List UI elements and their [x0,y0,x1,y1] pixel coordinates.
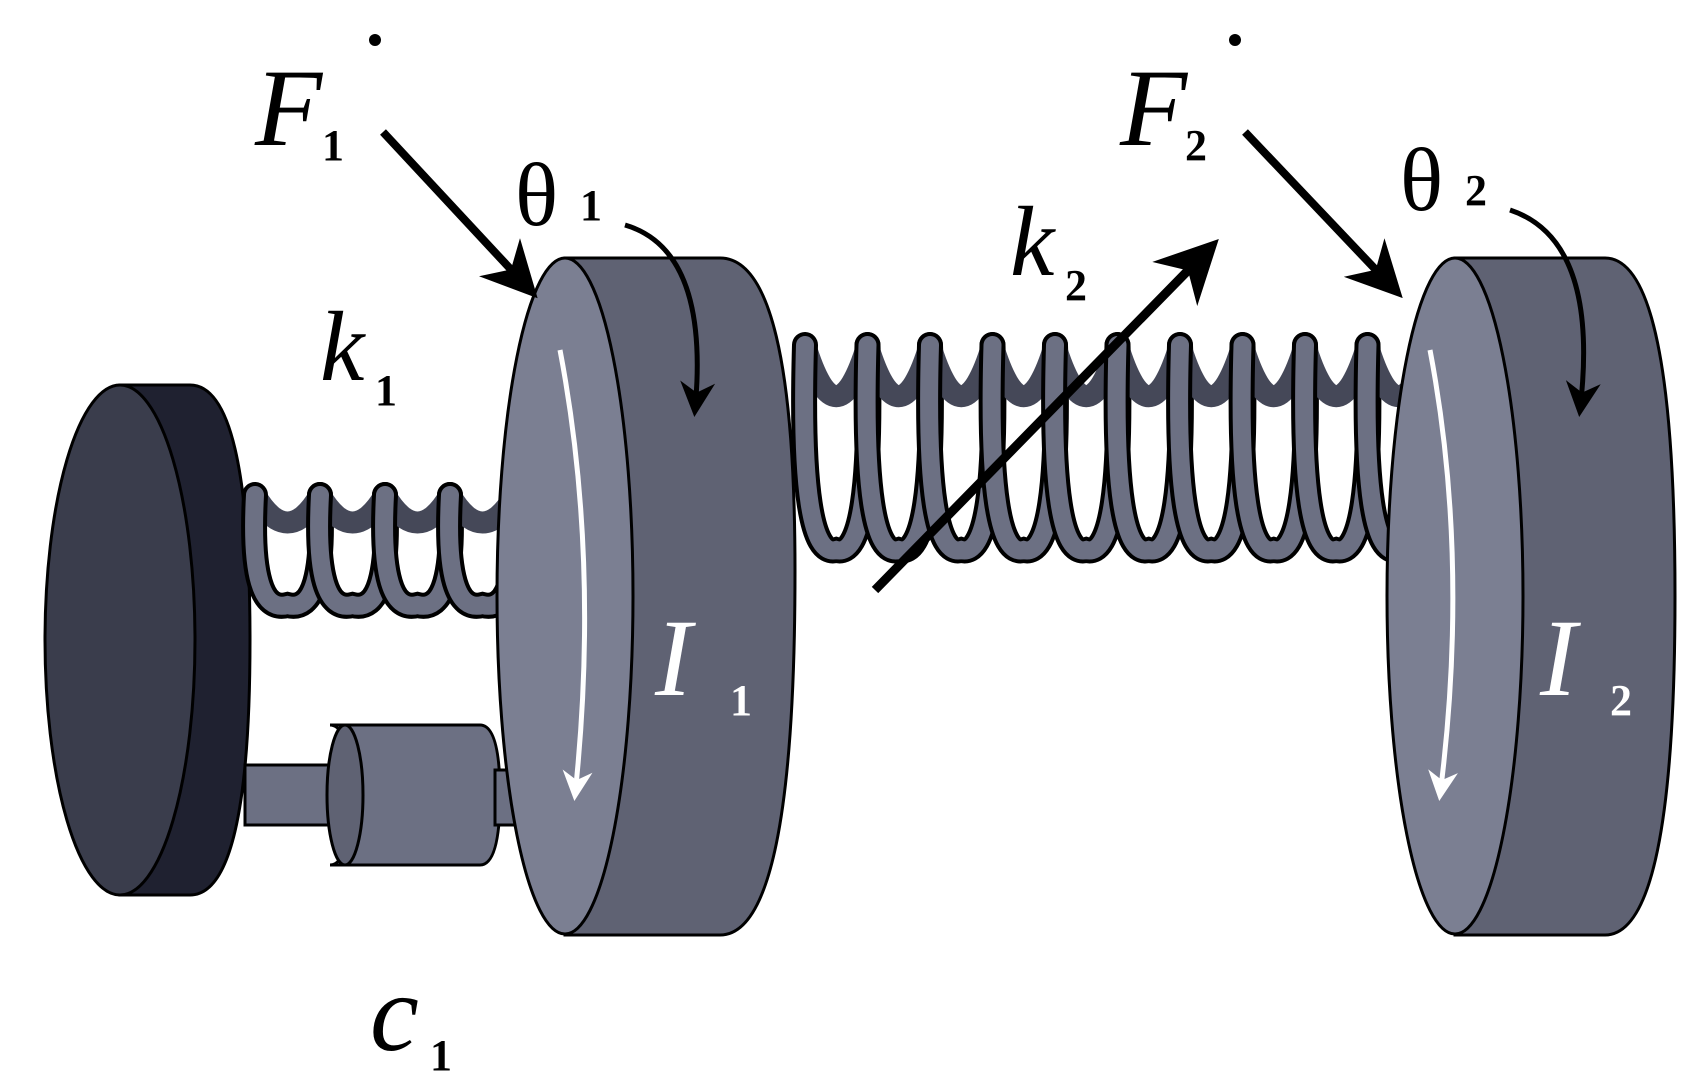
svg-text:F: F [254,47,324,169]
svg-text:2: 2 [1465,166,1487,215]
svg-text:I: I [1539,597,1581,719]
disk-i1 [495,256,797,937]
label-force2: F 2 [1119,34,1241,170]
rotation-arrow-disk1-icon [557,349,593,801]
label-theta2: θ 2 [1400,131,1487,230]
svg-text:k: k [320,291,366,402]
label-inertia2: I 2 [1539,597,1632,725]
label-spring2: k 2 [1010,186,1087,310]
label-spring1: k 1 [320,291,397,415]
svg-text:k: k [1010,186,1056,297]
label-force1: F 1 [254,34,381,170]
rotation-arrow-disk2-icon [1427,349,1458,801]
svg-text:1: 1 [580,181,602,230]
force1-arrow-icon [380,129,538,299]
svg-text:2: 2 [1185,121,1207,170]
svg-text:F: F [1119,47,1189,169]
disk-i2 [1385,256,1677,937]
svg-text:c: c [370,952,419,1074]
svg-text:1: 1 [375,366,397,415]
variable-stiffness-arrow-icon [871,238,1219,594]
spring-k2 [791,332,1444,564]
theta2-arrow-icon [1509,207,1601,417]
force2-arrow-icon [1242,129,1403,299]
svg-text:θ: θ [1400,131,1443,230]
label-damper1: c 1 [370,952,452,1080]
label-theta1: θ 1 [515,146,602,245]
label-inertia1: I 1 [654,597,752,725]
svg-text:1: 1 [322,121,344,170]
svg-text:2: 2 [1065,261,1087,310]
svg-text:1: 1 [730,676,752,725]
svg-text:I: I [654,597,696,719]
svg-text:θ: θ [515,146,558,245]
ground-disk [43,383,252,897]
svg-text:1: 1 [430,1031,452,1080]
theta1-arrow-icon [624,222,716,417]
svg-text:2: 2 [1610,676,1632,725]
